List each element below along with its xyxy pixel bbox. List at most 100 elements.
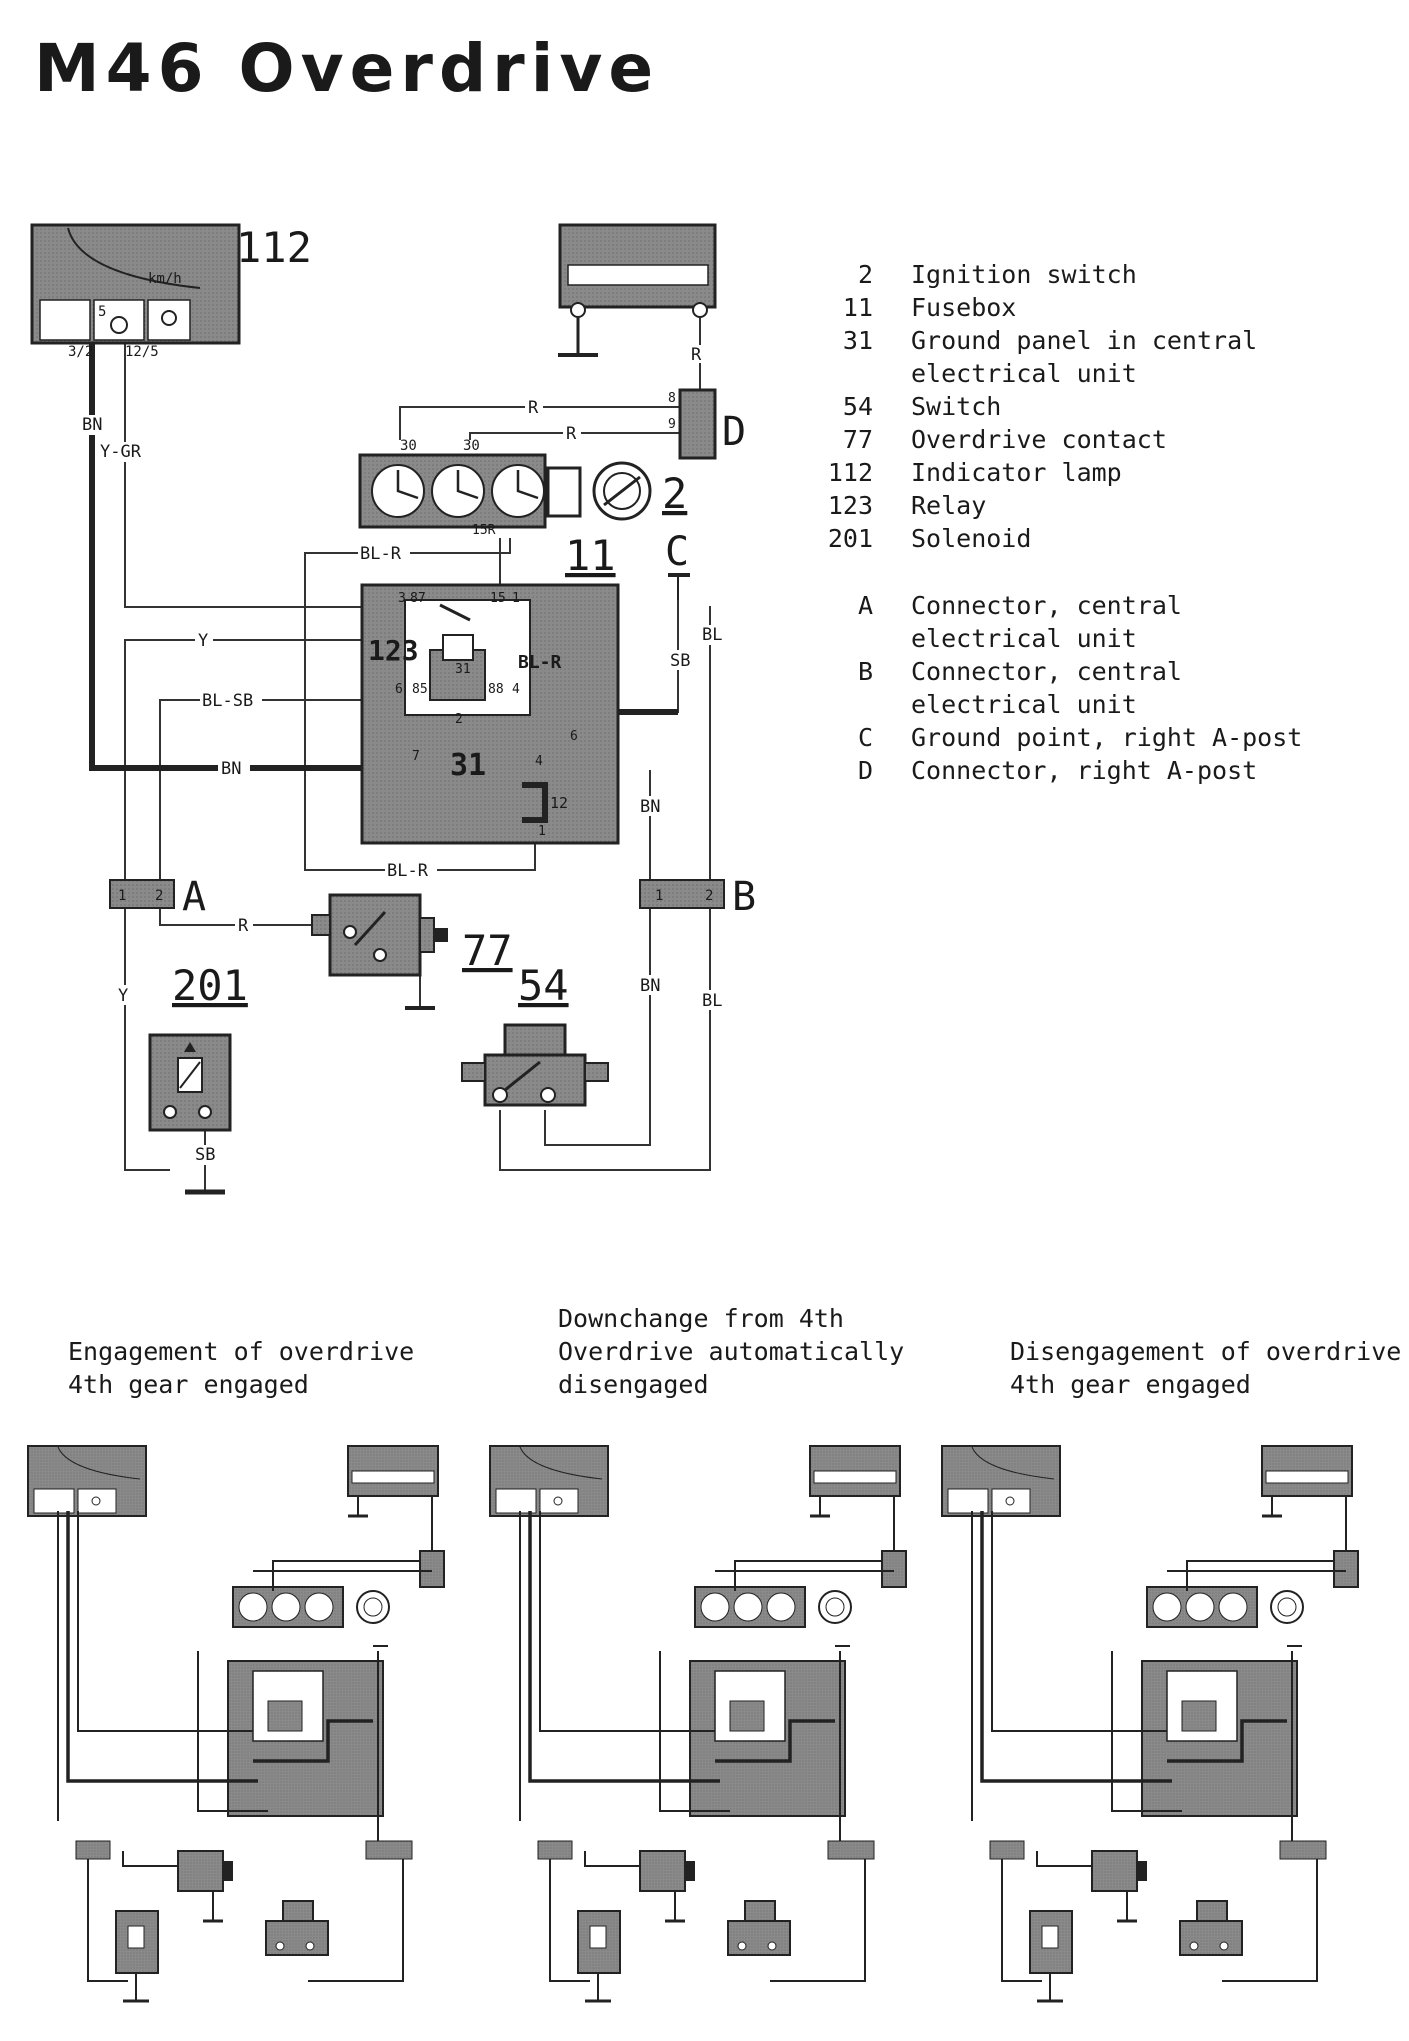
wire-bl1: BL: [702, 625, 722, 645]
pin-12-5: 12/5: [125, 344, 159, 360]
wire-r1: R: [528, 398, 539, 418]
scenario-disengagement-diagram: [940, 1444, 1360, 2003]
scenario-engagement-diagram: [26, 1444, 446, 2003]
legend-code: D: [857, 756, 873, 785]
indicator-lamp-112: km/h 5 3/2 12/5: [30, 223, 241, 360]
pin-r1: 1: [512, 591, 520, 606]
wire-ygr: Y-GR: [100, 442, 142, 462]
label-2: 2: [662, 469, 687, 518]
caption-engagement: Engagement of overdrive 4th gear engaged: [68, 1337, 415, 1399]
legend-item: 123 Relay: [815, 489, 1335, 522]
legend-text: Solenoid: [911, 524, 1032, 553]
ignition-switch-2: 30 30 15R: [358, 438, 652, 538]
label-11: 11: [565, 531, 616, 580]
label-77: 77: [462, 926, 513, 975]
legend-code: 123: [827, 491, 873, 520]
legend-item: 31 Ground panel in central electrical uni…: [815, 324, 1335, 390]
wire-r4: R: [238, 916, 249, 936]
pin-lamp5: 5: [98, 304, 106, 320]
legend-item: A Connector, central electrical unit: [815, 589, 1335, 655]
pin-a1: 1: [118, 888, 126, 904]
connector-b: 1 2: [639, 879, 725, 909]
pin-f4: 4: [535, 754, 543, 769]
wire-bn2: BN: [221, 759, 241, 779]
connector-d: 8 9: [668, 388, 717, 460]
legend-code: B: [857, 657, 873, 686]
fusebox-11: 3 87 15 1 6 85 88 4 31 2 7 6 4 12 1 123 …: [360, 583, 620, 845]
legend-code: 2: [857, 260, 873, 289]
label-B: B: [732, 874, 756, 920]
label-112: 112: [236, 223, 312, 272]
wire-color-labels: BN Y-GR R R R BL-R BL-R BL-R Y Y BL-SB B…: [78, 345, 726, 1165]
wire-r3: R: [691, 345, 702, 365]
legend-code: 11: [842, 293, 873, 322]
pin-f12: 12: [550, 794, 568, 812]
main-wiring-diagram: km/h 5 3/2 12/5 112 8 9 D 30 30 15R 2: [30, 223, 756, 1195]
pin-r2: 2: [455, 712, 463, 727]
pin-r85: 85: [412, 682, 428, 697]
label-31: 31: [450, 748, 486, 783]
pin-r4: 4: [512, 682, 520, 697]
legend-text: Connector, central electrical unit: [911, 591, 1182, 653]
pin-f1: 1: [538, 824, 546, 839]
legend-code: C: [857, 723, 873, 752]
legend-item: 11 Fusebox: [815, 291, 1335, 324]
kmh-label: km/h: [148, 271, 182, 287]
legend-text: Ignition switch: [911, 260, 1137, 289]
switch-54: [461, 1023, 609, 1107]
pin-a2: 2: [155, 888, 163, 904]
pin-r88: 88: [488, 682, 504, 697]
label-123: 123: [368, 634, 419, 667]
wire-sb1: SB: [670, 651, 690, 671]
pin-b1: 1: [655, 888, 663, 904]
legend-text: Indicator lamp: [911, 458, 1122, 487]
connector-a: 1 2: [109, 879, 175, 909]
caption-disengagement: Disengagement of overdrive 4th gear enga…: [1010, 1337, 1402, 1399]
pin-d9: 9: [668, 417, 676, 432]
scenario-downchange-diagram: [488, 1444, 908, 2003]
legend-text: Fusebox: [911, 293, 1017, 322]
ground-point-c: [668, 573, 690, 600]
legend-text: Ground panel in central electrical unit: [911, 326, 1258, 388]
wire-blr3: BL-R: [518, 652, 562, 673]
legend-text: Ground point, right A-post: [911, 723, 1303, 752]
label-D: D: [722, 409, 746, 455]
legend-text: Connector, right A-post: [911, 756, 1258, 785]
pin-r6b: 6: [570, 729, 578, 744]
pin-r3: 3: [398, 591, 406, 606]
legend-code: A: [857, 591, 873, 620]
scenario-diagrams: [26, 1444, 1360, 2003]
caption-downchange: Downchange from 4th Overdrive automatica…: [558, 1304, 905, 1399]
legend-code: 54: [842, 392, 873, 421]
pin-d8: 8: [668, 391, 676, 406]
wire-bn1: BN: [82, 415, 102, 435]
wire-bn3: BN: [640, 797, 660, 817]
wire-sb2: SB: [195, 1145, 215, 1165]
pin-r31: 31: [455, 662, 471, 677]
legend-text: Relay: [911, 491, 987, 520]
wire-y2: Y: [118, 986, 128, 1006]
wire-r2: R: [566, 424, 577, 444]
pin-r15: 15: [490, 591, 506, 606]
page-title: M46 Overdrive: [34, 30, 660, 107]
pin-30a: 30: [400, 438, 417, 454]
label-201: 201: [172, 961, 248, 1010]
wire-y1: Y: [198, 631, 208, 651]
wire-blsb: BL-SB: [202, 691, 253, 711]
label-A: A: [182, 874, 206, 920]
pin-r7: 7: [412, 749, 420, 764]
component-legend: 2 Ignition switch 11 Fusebox 31 Ground panel …: [815, 258, 1335, 787]
legend-item: D Connector, right A-post: [815, 754, 1335, 787]
legend-text: Overdrive contact: [911, 425, 1167, 454]
overdrive-contact-77: [311, 893, 448, 1010]
pin-b2: 2: [705, 888, 713, 904]
solenoid-201: [148, 1033, 232, 1195]
legend-code: 31: [842, 326, 873, 355]
wire-blr2: BL-R: [387, 861, 429, 881]
pin-r87: 87: [410, 591, 426, 606]
